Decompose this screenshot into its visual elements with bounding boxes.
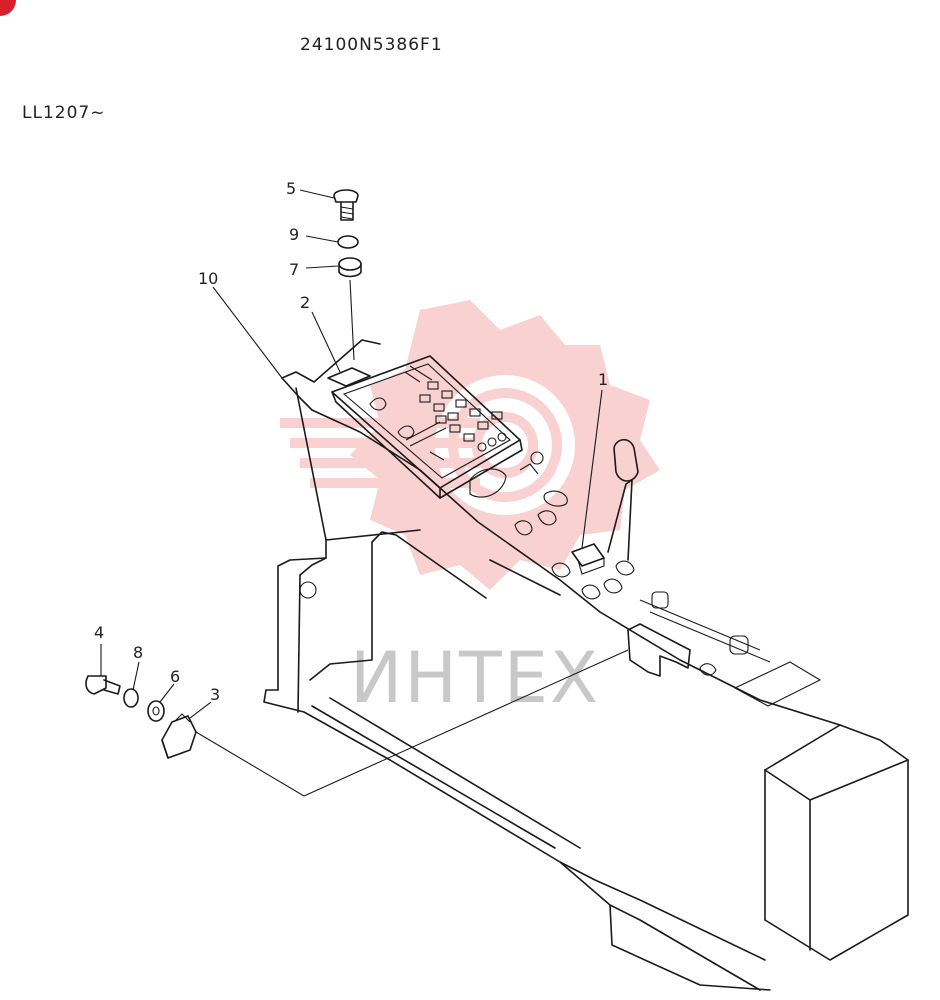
part-9-washer bbox=[337, 235, 359, 249]
indicator-lamps bbox=[419, 381, 507, 452]
callout-5: 5 bbox=[286, 179, 296, 198]
callouts: 5 9 7 10 2 1 4 8 6 3 bbox=[94, 179, 608, 704]
callout-8: 8 bbox=[133, 643, 143, 662]
part-6-washer bbox=[147, 700, 165, 722]
callout-9: 9 bbox=[289, 225, 299, 244]
corner-mark bbox=[0, 0, 16, 16]
callout-7: 7 bbox=[289, 260, 299, 279]
rocker-switch bbox=[571, 543, 605, 567]
part-code: 24100N5386F1 bbox=[300, 35, 443, 55]
callout-1: 1 bbox=[598, 370, 608, 389]
part-5-bolt bbox=[333, 189, 359, 221]
part-8-washer bbox=[123, 688, 139, 708]
callout-3: 3 bbox=[210, 685, 220, 704]
callout-2: 2 bbox=[300, 293, 310, 312]
panel-cover bbox=[327, 367, 371, 387]
part-3-bracket bbox=[161, 713, 197, 759]
part-4-bolt bbox=[85, 675, 121, 695]
console-switches bbox=[469, 438, 822, 707]
leader-lines bbox=[100, 189, 629, 797]
serial-range: LL1207~ bbox=[22, 103, 105, 123]
watermark-gear-logo bbox=[280, 300, 660, 590]
part-7-grommet bbox=[338, 257, 362, 278]
callout-10: 10 bbox=[198, 269, 218, 288]
callout-6: 6 bbox=[170, 667, 180, 686]
callout-4: 4 bbox=[94, 623, 104, 642]
console-body bbox=[263, 339, 909, 991]
monitor-panel bbox=[327, 355, 523, 499]
watermark-text: ИНТЕХ bbox=[350, 637, 600, 719]
